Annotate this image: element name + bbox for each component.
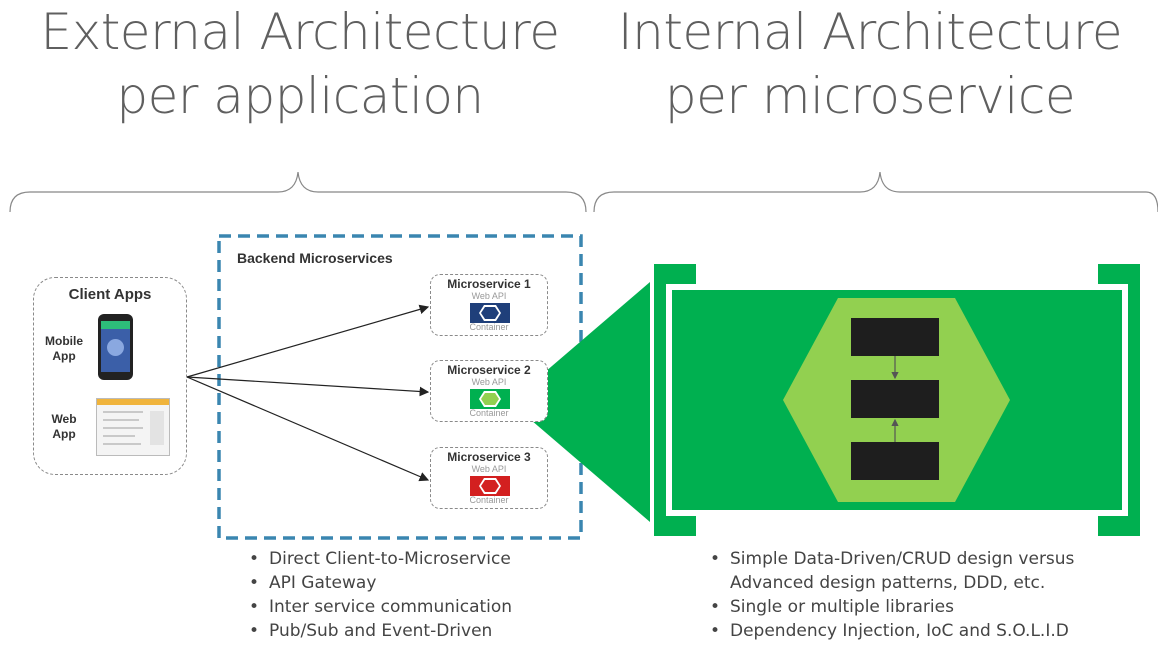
mobile-phone-image bbox=[98, 314, 133, 380]
external-bullet-2: API Gateway bbox=[243, 571, 512, 595]
microservice-2-name: Microservice 2 bbox=[447, 363, 531, 377]
container-left-bar bbox=[654, 264, 666, 536]
arrow-to-ms2 bbox=[186, 376, 430, 397]
container-right-bar bbox=[1128, 264, 1140, 536]
internal-bullet-1-continued: Advanced design patterns, DDD, etc. bbox=[730, 573, 1046, 593]
right-brace bbox=[593, 171, 1158, 213]
microservice-3-container-icon bbox=[470, 476, 510, 496]
web-app-label: Web App bbox=[40, 412, 88, 442]
left-brace bbox=[9, 171, 587, 213]
microservice-3-webapi: Web API bbox=[471, 464, 507, 474]
web-app-label-line2: App bbox=[52, 427, 76, 441]
mobile-app-label-line1: Mobile bbox=[45, 334, 83, 348]
internal-bullet-list: Simple Data-Driven/CRUD design versus Ad… bbox=[704, 547, 1074, 643]
microservice-1-name: Microservice 1 bbox=[447, 277, 531, 291]
internal-bullet-3: Dependency Injection, IoC and S.O.L.I.D bbox=[704, 619, 1074, 643]
microservice-1-container-icon bbox=[470, 303, 510, 323]
microservice-3-box: Microservice 3 Web API Container bbox=[430, 447, 548, 509]
microservice-3-container-label: Container bbox=[469, 495, 509, 505]
microservice-1-webapi: Web API bbox=[471, 291, 507, 301]
microservice-2-webapi: Web API bbox=[471, 377, 507, 387]
microservice-2-container-label: Container bbox=[469, 408, 509, 418]
layer-block-1 bbox=[851, 318, 939, 356]
microservice-1-box: Microservice 1 Web API Container bbox=[430, 274, 548, 336]
layer-block-2 bbox=[851, 380, 939, 418]
client-apps-box: Client Apps Mobile App Web App bbox=[33, 277, 187, 475]
backend-microservices-title: Backend Microservices bbox=[237, 250, 393, 266]
mobile-app-label: Mobile App bbox=[40, 334, 88, 364]
microservice-2-box: Microservice 2 Web API Container bbox=[430, 360, 548, 422]
title-left-line2: per application bbox=[116, 67, 484, 125]
external-bullet-3: Inter service communication bbox=[243, 595, 512, 619]
external-bullet-list: Direct Client-to-Microservice API Gatewa… bbox=[243, 547, 512, 643]
internal-bullet-1: Simple Data-Driven/CRUD design versus bbox=[704, 547, 1074, 571]
title-right-line2: per microservice bbox=[664, 67, 1076, 125]
microservice-2-container-icon bbox=[470, 389, 510, 409]
arrow-to-ms3 bbox=[186, 376, 430, 482]
title-right-line1: Internal Architecture bbox=[617, 3, 1123, 61]
internal-architecture-title: Internal Architecture per microservice bbox=[600, 0, 1140, 128]
microservice-1-container-label: Container bbox=[469, 322, 509, 332]
arrow-to-ms1 bbox=[186, 304, 430, 378]
external-bullet-4: Pub/Sub and Event-Driven bbox=[243, 619, 512, 643]
web-app-label-line1: Web bbox=[51, 412, 77, 426]
internal-bullet-2: Single or multiple libraries bbox=[704, 595, 1074, 619]
title-left-line1: External Architecture bbox=[40, 3, 560, 61]
external-bullet-1: Direct Client-to-Microservice bbox=[243, 547, 512, 571]
layer-block-3 bbox=[851, 442, 939, 480]
web-app-image bbox=[96, 398, 170, 456]
microservice-3-name: Microservice 3 bbox=[447, 450, 531, 464]
client-apps-title: Client Apps bbox=[68, 286, 152, 303]
zoom-wedge bbox=[510, 282, 650, 522]
external-architecture-title: External Architecture per application bbox=[10, 0, 590, 128]
mobile-app-label-line2: App bbox=[52, 349, 76, 363]
